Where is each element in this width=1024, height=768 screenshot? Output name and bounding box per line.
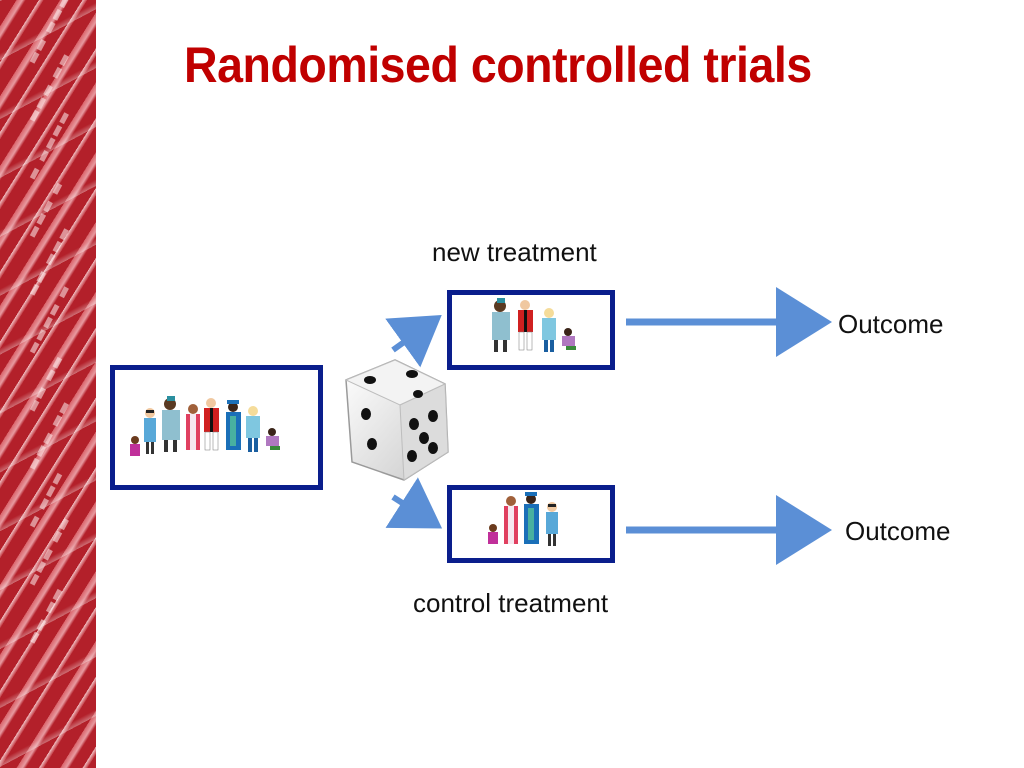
new-treatment-label: new treatment [432, 237, 597, 267]
dice-icon [344, 359, 449, 481]
people-group-icon [130, 396, 280, 456]
people-control-group-icon [488, 492, 558, 546]
sidebar-texture [0, 0, 96, 768]
people-new-group-icon [492, 298, 576, 352]
decorative-sidebar: ▬▬ ▬▬▬▬▬▬ ▬▬▬ ▬▬▬▬▬▬▬ ▬▬▬ ▬▬▬▬▬▬▬ ▬▬▬ ▬▬… [0, 0, 96, 768]
control-treatment-label: control treatment [413, 588, 609, 618]
outcome-bottom-label: Outcome [845, 516, 951, 546]
slide-title: Randomised controlled trials [184, 37, 812, 93]
outcome-top-label: Outcome [838, 309, 944, 339]
arrow-to-control-icon [385, 477, 443, 529]
arrow-to-new-icon [385, 315, 442, 368]
